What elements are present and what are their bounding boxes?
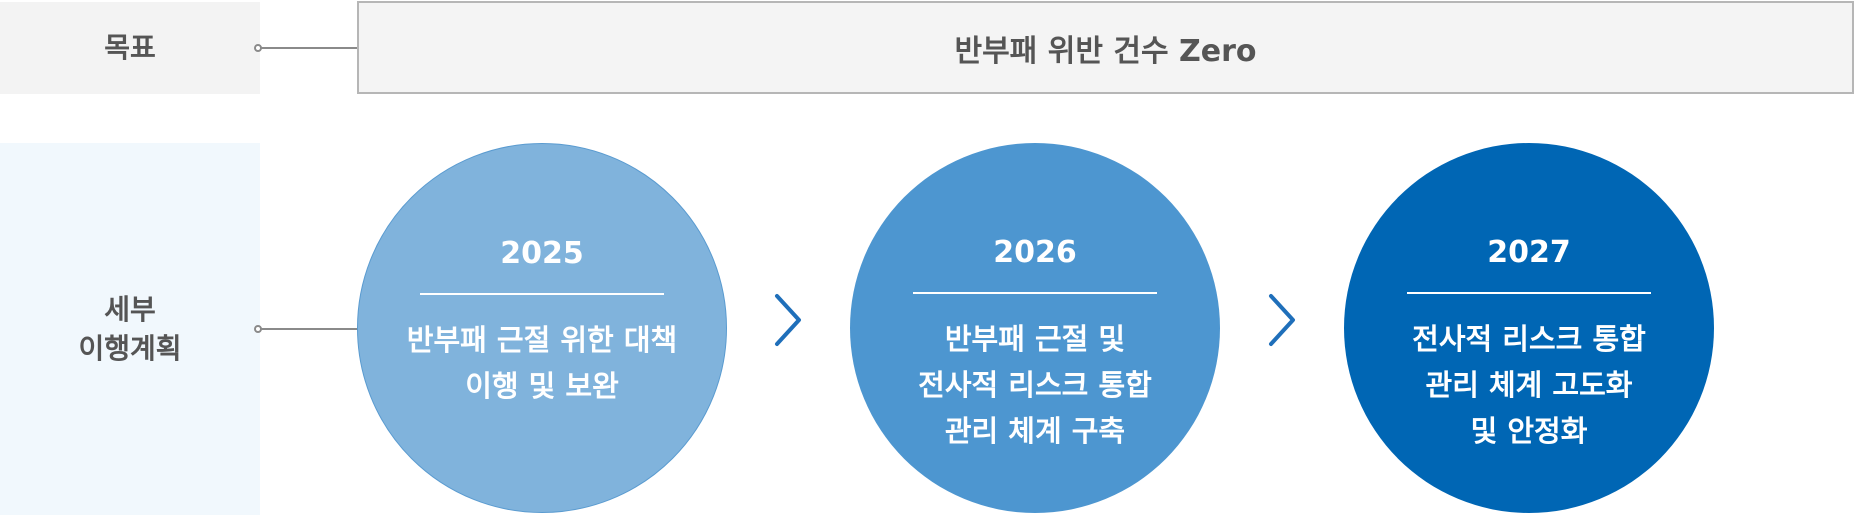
stage-divider [913,292,1157,294]
stage-divider [1407,292,1651,294]
stage-year: 2026 [993,235,1077,270]
chevron-right-icon [775,294,801,346]
chevron-right-icon [1269,294,1295,346]
plan-label: 세부 이행계획 [0,143,260,515]
stage-year: 2027 [1487,235,1571,270]
stage-description: 반부패 근절 위한 대책 이행 및 보완 [406,323,678,403]
goal-box: 반부패 위반 건수 Zero [357,1,1854,94]
goal-label: 목표 [0,2,260,94]
plan-connector-dot [254,325,262,333]
stage-description: 반부패 근절 및 전사적 리스크 통합 관리 체계 구축 [918,322,1152,448]
stage-circle-2026: 2026 반부패 근절 및 전사적 리스크 통합 관리 체계 구축 [850,143,1220,513]
stage-year: 2025 [500,236,584,271]
stage-description: 전사적 리스크 통합 관리 체계 고도화 및 안정화 [1412,322,1646,448]
stage-divider [420,293,664,295]
stage-circle-2025: 2025 반부패 근절 위한 대책 이행 및 보완 [357,143,727,513]
goal-connector-dot [254,44,262,52]
goal-text: 반부패 위반 건수 Zero [954,33,1257,69]
goal-connector-line [258,47,358,49]
stage-circle-2027: 2027 전사적 리스크 통합 관리 체계 고도화 및 안정화 [1344,143,1714,513]
plan-connector-line [258,328,358,330]
